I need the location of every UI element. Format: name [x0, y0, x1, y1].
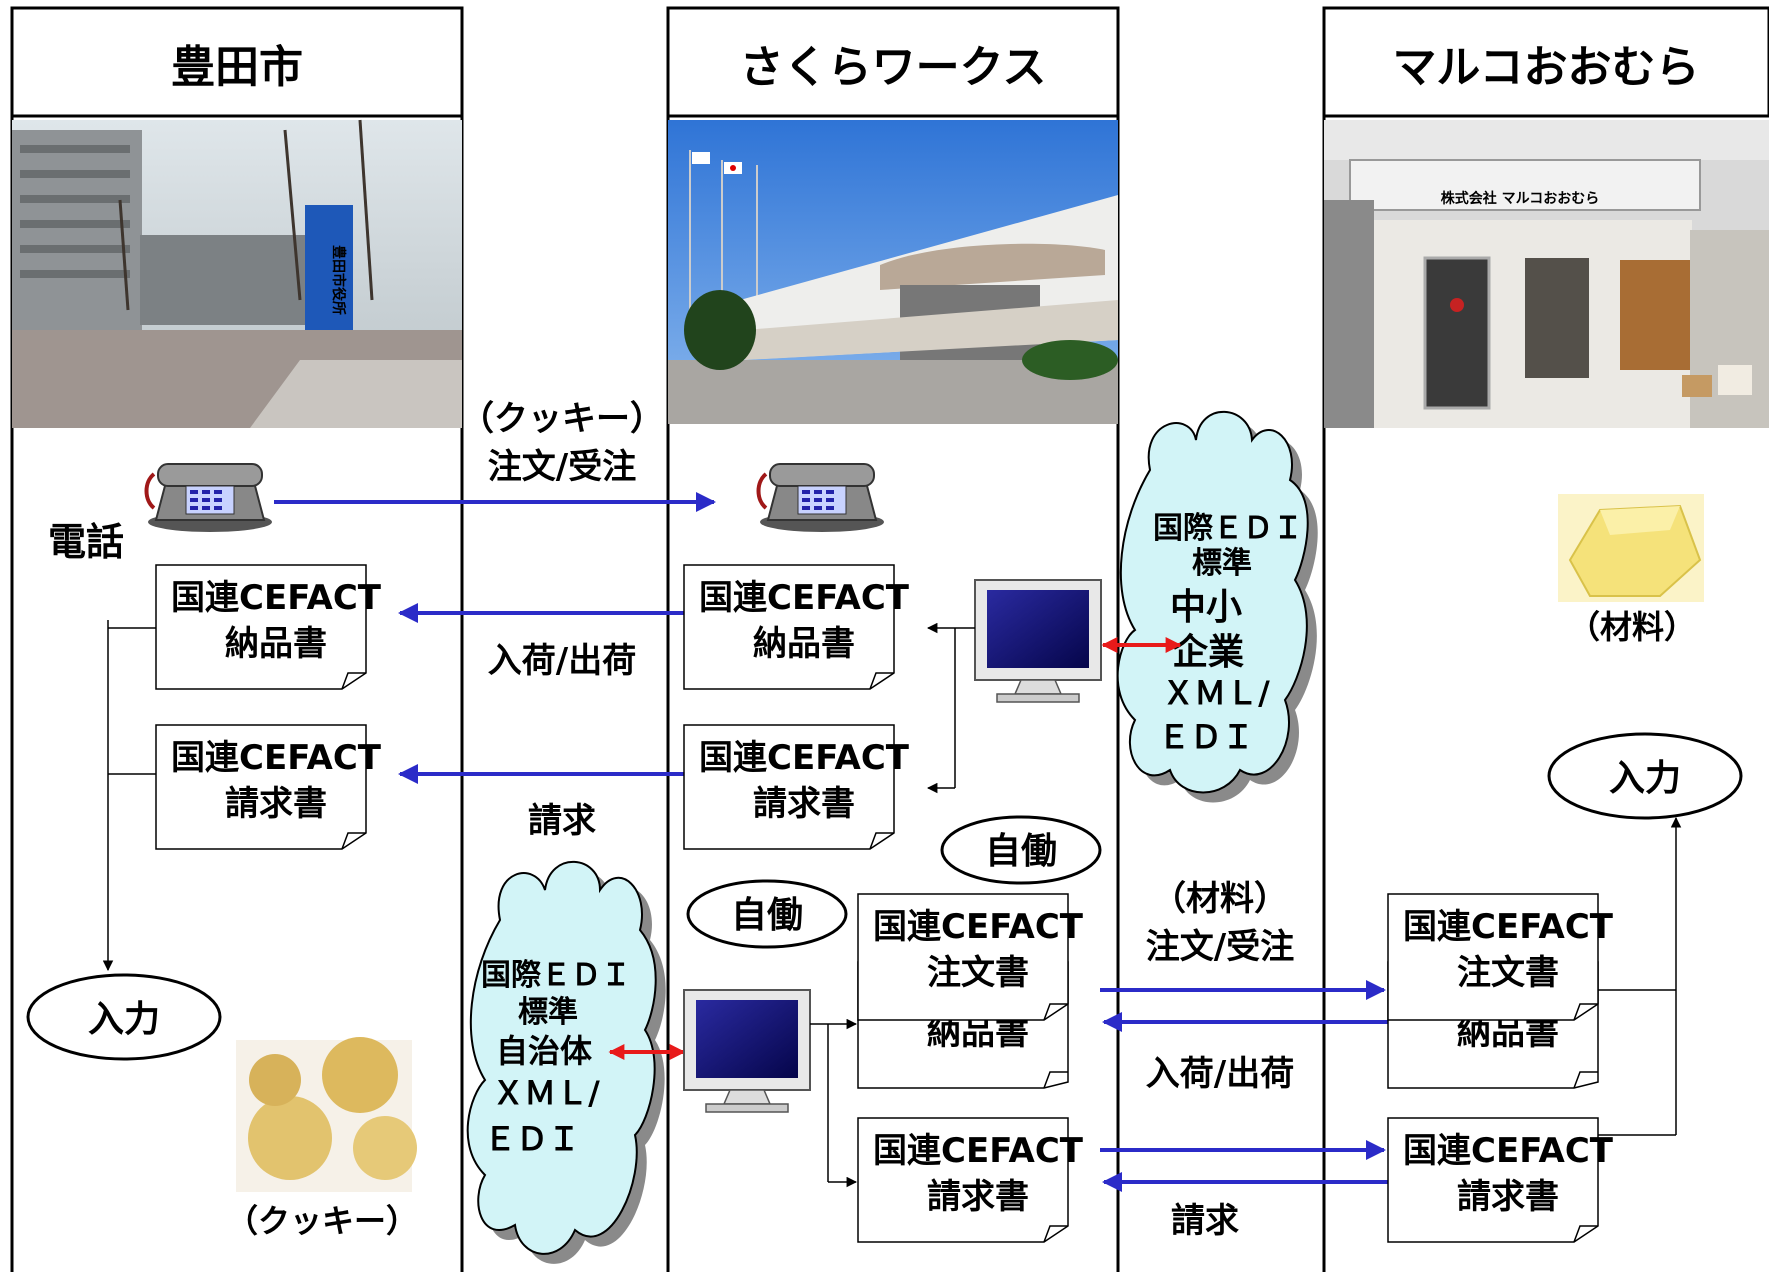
svg-text:自治体: 自治体 [496, 1032, 592, 1070]
svg-text:自働: 自働 [731, 895, 803, 936]
svg-text:国連CEFACT: 国連CEFACT [873, 1131, 1084, 1171]
billing-label-1: 請求 [528, 801, 596, 841]
svg-text:国連CEFACT: 国連CEFACT [1403, 907, 1614, 947]
lane-maruko [1322, 6, 1769, 1272]
lane-sakura [666, 6, 1120, 1272]
doc-sakura-order-delivery: 納品書 国連CEFACT 注文書 [857, 893, 1084, 1089]
oval-auto-bottom: 自働 [686, 879, 848, 949]
photo-butter-material [1558, 494, 1704, 602]
cookie-order-label-2: 注文/受注 [488, 447, 636, 487]
material-order-label-2: 注文/受注 [1146, 927, 1294, 967]
svg-text:納品書: 納品書 [753, 624, 855, 664]
svg-text:国連CEFACT: 国連CEFACT [873, 907, 1084, 947]
doc-sakura-invoice-bottom: 国連CEFACT 請求書 [857, 1117, 1084, 1243]
oval-input-maruko: 入力 [1547, 732, 1743, 820]
svg-text:請求書: 請求書 [753, 784, 855, 824]
svg-text:ＥＤＩ: ＥＤＩ [1158, 718, 1254, 756]
telephone-icon-toyota [144, 462, 274, 534]
photo-sign-text: 豊田市役所 [330, 245, 347, 315]
billing-label-2: 請求 [1171, 1201, 1239, 1241]
svg-text:国連CEFACT: 国連CEFACT [171, 738, 382, 778]
svg-text:国際ＥＤＩ: 国際ＥＤＩ [481, 958, 631, 993]
inbound-shipping-label-2: 入荷/出荷 [1146, 1054, 1294, 1094]
cloud-sme-edi: 国際ＥＤＩ 標準 中小 企業 ＸＭＬ/ ＥＤＩ [1116, 410, 1318, 803]
doc-maruko-invoice: 国連CEFACT 請求書 [1387, 1117, 1614, 1243]
cookie-caption: （クッキー） [226, 1202, 418, 1240]
toyota-input-flow [102, 620, 156, 972]
svg-text:ＸＭＬ/: ＸＭＬ/ [492, 1074, 600, 1112]
sakura-auto-flow-bottom [810, 1018, 858, 1188]
sakura-auto-flow-top [926, 622, 975, 794]
svg-text:請求書: 請求書 [225, 784, 327, 824]
phone-label: 電話 [48, 520, 124, 564]
svg-text:企業: 企業 [1172, 631, 1244, 673]
svg-text:国際ＥＤＩ: 国際ＥＤＩ [1153, 511, 1303, 546]
svg-text:注文書: 注文書 [927, 953, 1029, 993]
column-title-maruko: マルコおおむら [1392, 42, 1699, 93]
cookie-order-label-1: （クッキー） [460, 399, 664, 439]
svg-text:標準: 標準 [518, 995, 578, 1030]
svg-text:自働: 自働 [985, 831, 1057, 872]
monitor-icon-sakura-top [974, 579, 1102, 703]
svg-text:国連CEFACT: 国連CEFACT [699, 738, 910, 778]
doc-toyota-delivery: 国連CEFACT 納品書 [155, 564, 382, 690]
photo-shop-sign: 株式会社 マルコおおむら [1441, 190, 1600, 207]
svg-text:国連CEFACT: 国連CEFACT [1403, 1131, 1614, 1171]
monitor-icon-sakura-bottom [683, 989, 811, 1113]
column-title-toyota: 豊田市 [171, 42, 303, 93]
inbound-shipping-label-1: 入荷/出荷 [488, 641, 636, 681]
svg-text:国連CEFACT: 国連CEFACT [171, 578, 382, 618]
svg-text:請求書: 請求書 [927, 1177, 1029, 1217]
photo-cookies [236, 1037, 417, 1192]
svg-text:入力: 入力 [88, 999, 160, 1040]
cloud-gov-edi: 国際ＥＤＩ 標準 自治体 ＸＭＬ/ ＥＤＩ [466, 860, 666, 1264]
svg-text:納品書: 納品書 [225, 624, 327, 664]
material-order-label-1: （材料） [1152, 879, 1288, 919]
photo-toyota-city-hall: 豊田市役所 [12, 119, 462, 428]
photo-sakura-works-building [668, 120, 1118, 424]
svg-text:中小: 中小 [1170, 587, 1242, 628]
doc-toyota-invoice: 国連CEFACT 請求書 [155, 724, 382, 850]
svg-text:国連CEFACT: 国連CEFACT [699, 578, 910, 618]
svg-text:注文書: 注文書 [1457, 953, 1559, 993]
doc-maruko-order-delivery: 納品書 国連CEFACT 注文書 [1387, 893, 1614, 1089]
oval-input-toyota: 入力 [26, 973, 222, 1061]
svg-text:標準: 標準 [1192, 546, 1252, 581]
svg-text:ＥＤＩ: ＥＤＩ [484, 1120, 580, 1158]
doc-sakura-delivery: 国連CEFACT 納品書 [683, 564, 910, 690]
material-caption: （材料） [1568, 608, 1696, 646]
doc-sakura-invoice: 国連CEFACT 請求書 [683, 724, 910, 850]
maruko-input-flow [1598, 816, 1682, 1136]
oval-auto-top: 自働 [940, 815, 1102, 885]
svg-text:入力: 入力 [1609, 758, 1681, 799]
svg-text:ＸＭＬ/: ＸＭＬ/ [1162, 674, 1270, 712]
telephone-icon-sakura [756, 462, 886, 534]
svg-text:請求書: 請求書 [1457, 1177, 1559, 1217]
photo-maruko-omura-shop: 株式会社 マルコおおむら [1324, 120, 1769, 428]
column-title-sakura: さくらワークス [740, 42, 1047, 93]
